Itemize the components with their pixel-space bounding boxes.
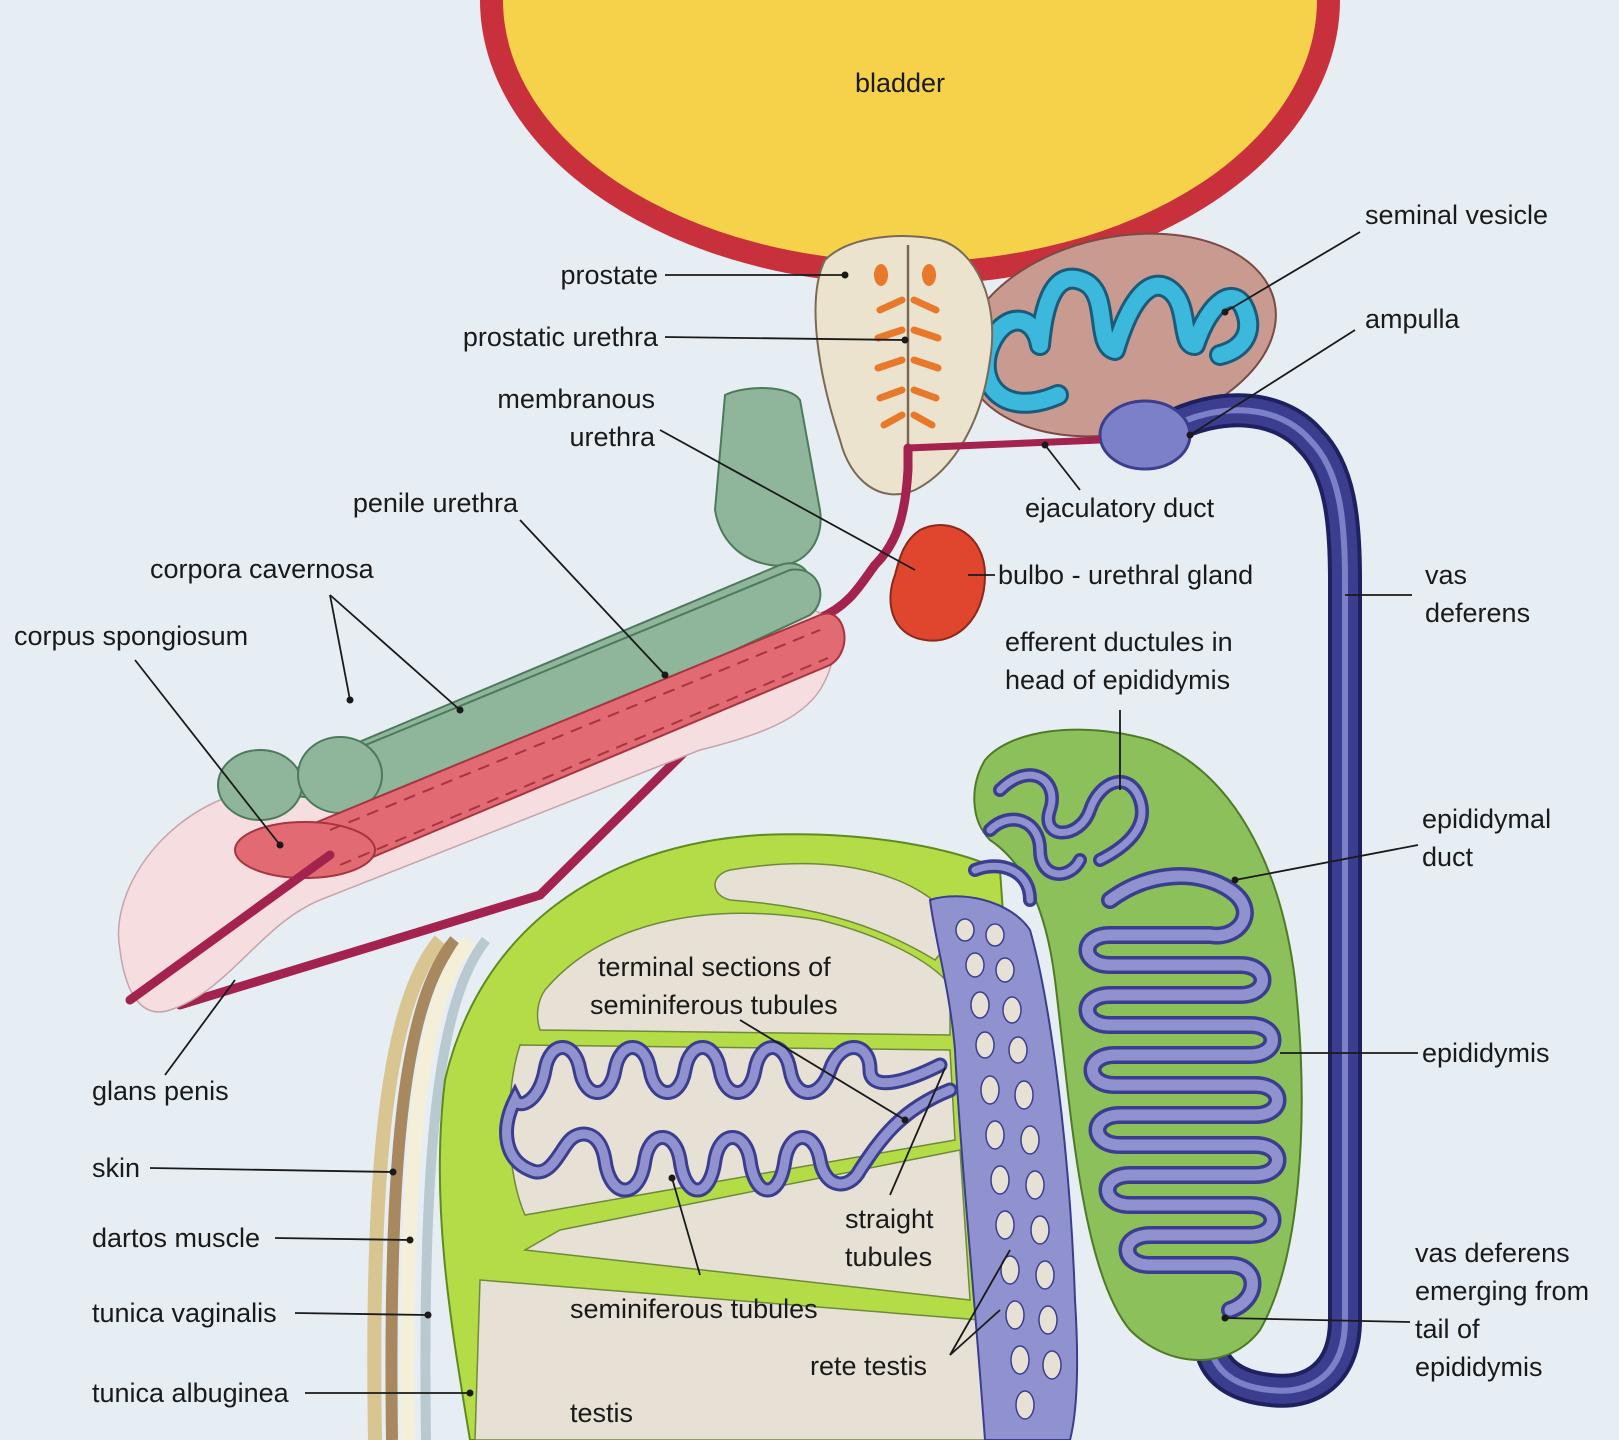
label-glans-penis: glans penis: [92, 1076, 229, 1106]
label-testis: testis: [570, 1398, 633, 1428]
label-bulbo-urethral-gland: bulbo - urethral gland: [998, 560, 1253, 590]
label-membranous: membranous: [497, 384, 655, 414]
label-duct: duct: [1422, 842, 1474, 872]
label-straight: straight: [845, 1204, 934, 1234]
label-vde-line4: epididymis: [1415, 1352, 1543, 1382]
label-prostatic-urethra: prostatic urethra: [463, 322, 659, 352]
label-vde-line3: tail of: [1415, 1314, 1480, 1344]
label-seminal-vesicle: seminal vesicle: [1365, 200, 1548, 230]
label-bladder: bladder: [855, 68, 945, 98]
label-prostate: prostate: [560, 260, 658, 290]
ampulla: [1100, 401, 1190, 469]
label-ampulla: ampulla: [1365, 304, 1461, 334]
label-vde-line1: vas deferens: [1415, 1238, 1570, 1268]
label-dartos-muscle: dartos muscle: [92, 1223, 260, 1253]
label-corpus-spongiosum: corpus spongiosum: [14, 621, 248, 651]
label-seminiferous-tubules: seminiferous tubules: [570, 1294, 818, 1324]
corpora-cavernosa-end-left: [218, 750, 302, 820]
label-vde-line2: emerging from: [1415, 1276, 1589, 1306]
label-tunica-vaginalis: tunica vaginalis: [92, 1298, 277, 1328]
label-corpora-cavernosa: corpora cavernosa: [150, 554, 375, 584]
prostate-gland-duct-left: [874, 264, 888, 286]
label-efferent-line2: head of epididymis: [1005, 665, 1230, 695]
label-tubules: tubules: [845, 1242, 932, 1272]
prostate-gland-duct-right: [922, 264, 936, 286]
label-efferent-line1: efferent ductules in: [1005, 627, 1233, 657]
label-penile-urethra: penile urethra: [353, 488, 519, 518]
label-tunica-albuginea: tunica albuginea: [92, 1378, 290, 1408]
label-terminal-line2: seminiferous tubules: [590, 990, 838, 1020]
label-deferens: deferens: [1425, 598, 1530, 628]
label-epididymal: epididymal: [1422, 804, 1551, 834]
label-ejaculatory-duct: ejaculatory duct: [1025, 493, 1215, 523]
label-terminal-line1: terminal sections of: [598, 952, 831, 982]
label-rete-testis: rete testis: [810, 1351, 927, 1381]
label-urethra: urethra: [569, 422, 656, 452]
label-vas: vas: [1425, 560, 1467, 590]
label-skin: skin: [92, 1153, 140, 1183]
label-epididymis: epididymis: [1422, 1038, 1550, 1068]
